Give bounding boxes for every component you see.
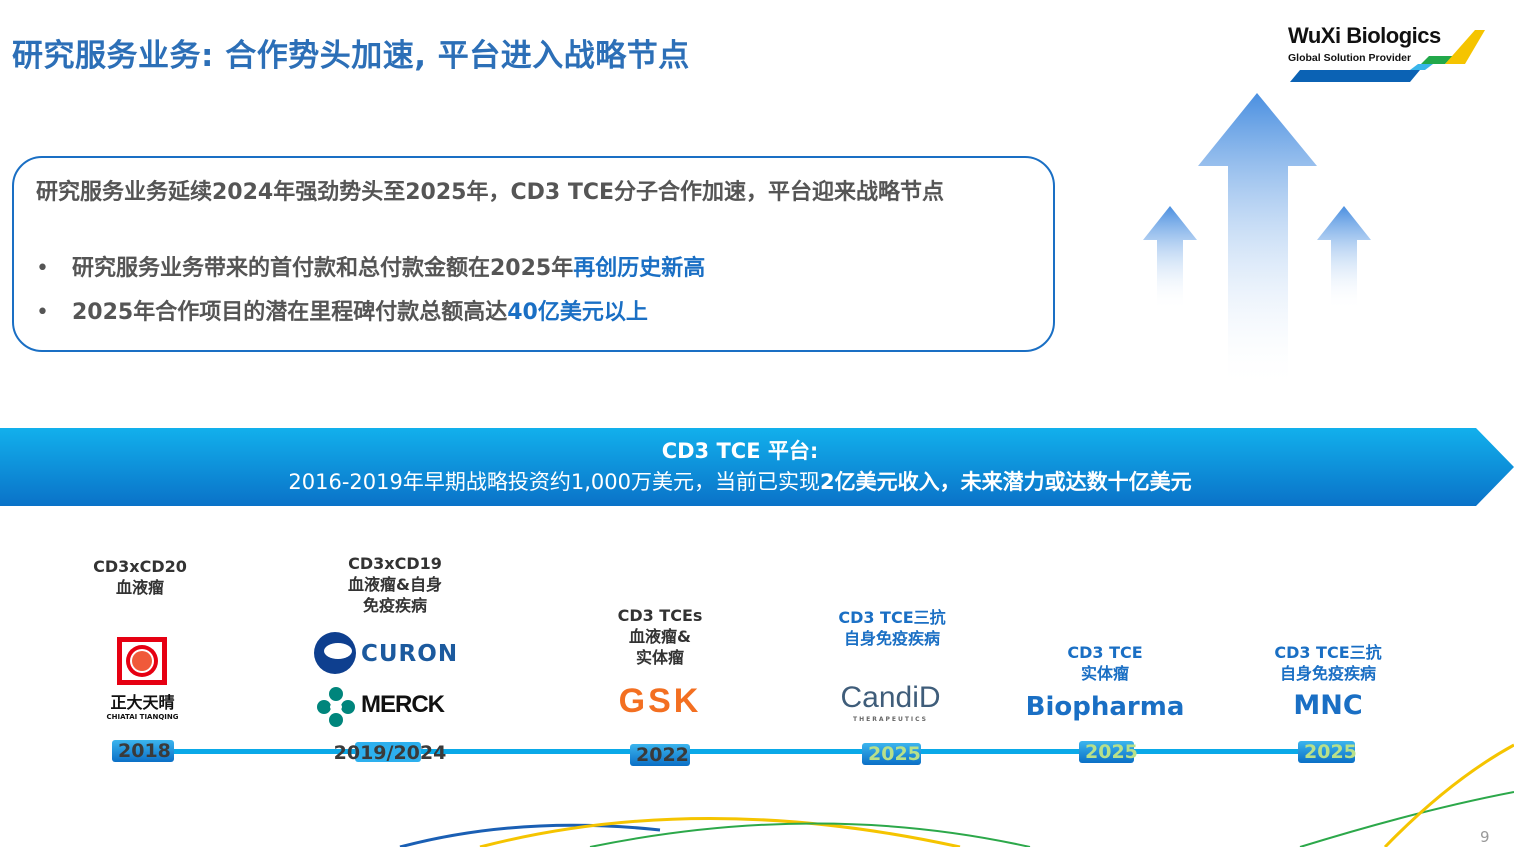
year-badge: 2025 <box>862 743 921 765</box>
partner-biopharma: Biopharma <box>1025 692 1185 722</box>
partner-chiatai: 正大天晴 <box>110 693 175 712</box>
year-label: 2019/2024 <box>333 742 447 764</box>
partner-chiatai-sub: CHIATAI TIANQING <box>106 713 179 721</box>
year-badge: 2022 <box>630 744 690 766</box>
timeline-label-candid: CD3 TCE三抗自身免疫疾病 <box>838 608 946 648</box>
timeline-line <box>140 749 1330 754</box>
platform-banner <box>0 428 1514 506</box>
partner-mnc: MNC <box>1293 690 1363 721</box>
partner-gsk: GSK <box>618 682 702 720</box>
banner-text-bold: 2亿美元收入，未来潜力或达数十亿美元 <box>819 470 1192 494</box>
year-badge-bg <box>355 742 421 762</box>
timeline-label-mnc: CD3 TCE三抗自身免疫疾病 <box>1274 643 1382 683</box>
banner-title: CD3 TCE 平台: <box>661 439 819 463</box>
curon-logo-icon <box>314 632 356 674</box>
decorative-curves <box>399 743 1514 847</box>
bullet-highlight: 40亿美元以上 <box>507 300 648 325</box>
growth-arrows-icon <box>1143 93 1371 390</box>
summary-box: 研究服务业务延续2024年强劲势头至2025年，CD3 TCE分子合作加速，平台… <box>12 156 1055 352</box>
summary-bullet: • 2025年合作项目的潜在里程碑付款总额高达40亿美元以上 <box>36 298 648 328</box>
bullet-text: 2025年合作项目的潜在里程碑付款总额高达 <box>72 300 508 325</box>
partner-curon: CURON <box>361 641 459 667</box>
summary-bullet: • 研究服务业务带来的首付款和总付款金额在2025年再创历史新高 <box>36 254 705 284</box>
logo-stripes-icon <box>1290 30 1485 82</box>
page-number: 9 <box>1480 828 1490 846</box>
year-badge: 2025 <box>1298 741 1357 763</box>
year-badge: 2025 <box>1079 741 1138 763</box>
partner-candid: CandiD <box>840 681 941 714</box>
bullet-marker: • <box>36 256 49 281</box>
bullet-marker: • <box>36 300 49 325</box>
banner-text: 2016-2019年早期战略投资约1,000万美元，当前已实现2亿美元收入，未来… <box>0 469 1480 495</box>
logo-tagline: Global Solution Provider <box>1288 52 1412 64</box>
year-badge: 2018 <box>112 740 174 762</box>
merck-logo-icon <box>317 687 355 727</box>
bullet-highlight: 再创历史新高 <box>573 256 706 281</box>
summary-lead: 研究服务业务延续2024年强劲势头至2025年，CD3 TCE分子合作加速，平台… <box>36 180 945 205</box>
wuxi-biologics-logo: WuXi Biologics Global Solution Provider <box>1285 24 1490 86</box>
banner-text-normal: 2016-2019年早期战略投资约1,000万美元，当前已实现 <box>288 470 820 494</box>
partner-merck: MERCK <box>361 691 445 718</box>
chiatai-logo-icon <box>117 637 167 685</box>
page-title: 研究服务业务: 合作势头加速, 平台进入战略节点 <box>12 38 690 74</box>
bullet-text: 研究服务业务带来的首付款和总付款金额在2025年 <box>72 256 574 281</box>
partner-candid-sub: THERAPEUTICS <box>852 716 928 723</box>
logo-name: WuXi Biologics <box>1288 23 1441 48</box>
